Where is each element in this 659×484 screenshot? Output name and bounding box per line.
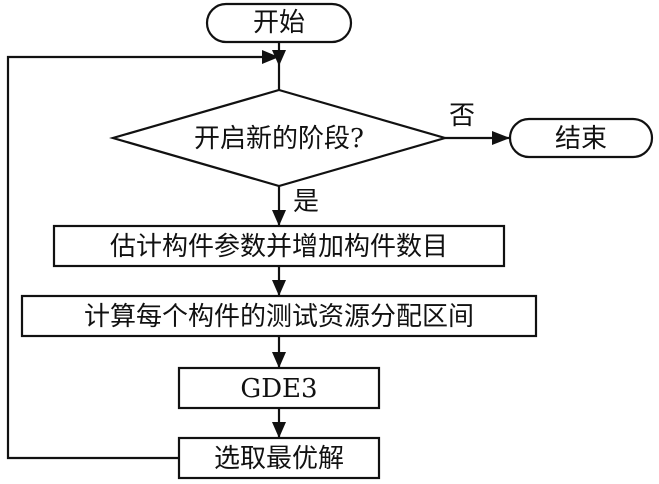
edge-loop-back bbox=[6, 55, 279, 460]
edge-step2-arrowhead bbox=[272, 352, 286, 368]
step4-label: 选取最优解 bbox=[214, 444, 344, 474]
step1-label: 估计构件参数并增加构件数目 bbox=[110, 232, 448, 262]
edge-no-arrowhead bbox=[492, 131, 510, 145]
branch-no-label: 否 bbox=[449, 101, 475, 131]
branch-yes-label: 是 bbox=[293, 187, 319, 217]
edge-loop-arrowhead bbox=[262, 50, 279, 64]
decision-label: 开启新的阶段? bbox=[194, 124, 364, 154]
step4-box bbox=[177, 436, 381, 480]
step2-label: 计算每个构件的测试资源分配区间 bbox=[84, 302, 474, 332]
end-terminator bbox=[508, 117, 654, 159]
edge-step3-arrowhead bbox=[272, 422, 286, 438]
start-label: 开始 bbox=[253, 8, 305, 38]
edge-step1-arrowhead bbox=[272, 280, 286, 296]
edge-yes-arrowhead bbox=[272, 210, 286, 226]
step3-label: GDE3 bbox=[240, 374, 317, 404]
step1-box bbox=[52, 224, 506, 268]
end-label: 结束 bbox=[555, 124, 607, 154]
